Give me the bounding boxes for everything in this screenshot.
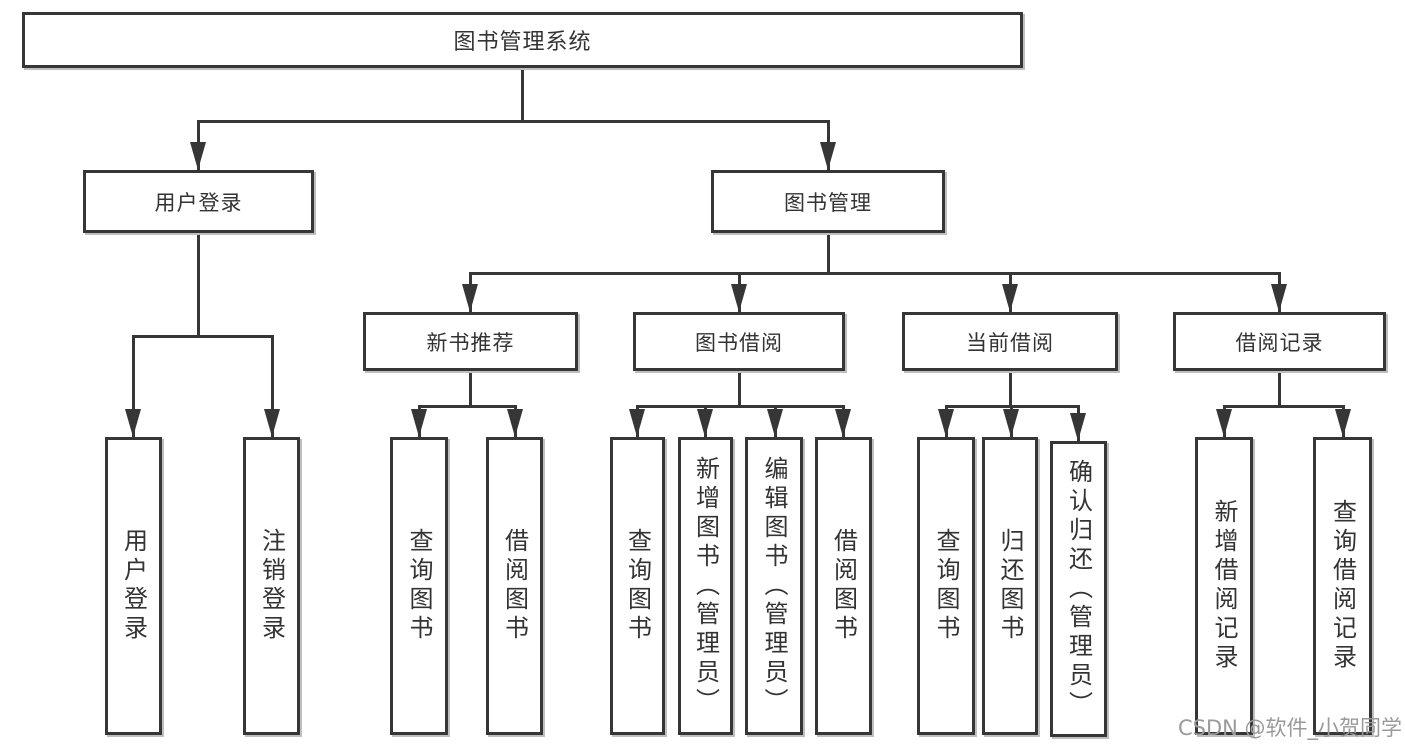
node-current-borrow: 当前借阅 [902, 312, 1118, 371]
arrow-down-icon [938, 409, 954, 437]
node-label: 查询图书 [932, 528, 960, 644]
connector-login-drop-1 [132, 335, 135, 437]
arrow-down-icon [190, 142, 206, 170]
arrow-down-icon [1216, 409, 1232, 437]
node-leaf-query-book-1: 查询图书 [390, 437, 448, 735]
node-label: 借阅记录 [1235, 330, 1324, 355]
node-label: 图书管理系统 [453, 30, 592, 55]
arrow-down-icon [125, 409, 141, 437]
node-label: 用户登录 [119, 528, 148, 644]
arrow-down-icon [731, 284, 747, 312]
arrow-down-icon [264, 409, 280, 437]
arrow-down-icon [462, 284, 478, 312]
arrow-down-icon [767, 409, 783, 437]
node-leaf-query-borrow-record: 查询借阅记录 [1313, 437, 1372, 735]
connector-borrow-stem [738, 371, 741, 407]
node-label: 确认归还（管理员） [1064, 458, 1093, 720]
node-system-root: 图书管理系统 [22, 12, 1023, 68]
node-leaf-edit-book-admin: 编辑图书（管理员） [745, 437, 803, 735]
connector-login-drop-2 [271, 335, 274, 437]
node-label: 当前借阅 [966, 330, 1054, 355]
connector-current-stem [1009, 371, 1012, 407]
node-label: 归还图书 [996, 528, 1024, 644]
node-book-borrow: 图书借阅 [633, 312, 845, 371]
connector-recommend-stem [469, 371, 472, 407]
csdn-watermark: CSDN @软件_小贺同学 [1178, 716, 1403, 740]
node-label: 借阅图书 [500, 528, 529, 644]
node-leaf-borrow-book-2: 借阅图书 [815, 437, 872, 735]
arrow-down-icon [1271, 284, 1287, 312]
node-borrow-record: 借阅记录 [1173, 312, 1386, 371]
arrow-down-icon [1002, 284, 1018, 312]
node-new-book-recommend: 新书推荐 [363, 312, 578, 371]
node-label: 新增图书（管理员） [691, 455, 720, 717]
arrow-down-icon [1335, 409, 1351, 437]
node-leaf-query-book-2: 查询图书 [610, 437, 665, 735]
node-label: 查询图书 [405, 528, 433, 644]
connector-manage-stem [827, 233, 830, 274]
node-leaf-logout: 注销登录 [243, 437, 300, 735]
connector-login-stem [197, 233, 200, 337]
node-user-login: 用户登录 [83, 170, 314, 233]
node-leaf-user-login: 用户登录 [105, 437, 162, 735]
arrow-down-icon [697, 409, 713, 437]
node-leaf-add-borrow-record: 新增借阅记录 [1195, 437, 1253, 735]
arrow-down-icon [1070, 413, 1086, 441]
arrow-down-icon [835, 409, 851, 437]
node-label: 查询借阅记录 [1328, 499, 1357, 673]
arrow-down-icon [820, 142, 836, 170]
node-label: 注销登录 [257, 528, 286, 644]
node-leaf-add-book-admin: 新增图书（管理员） [678, 437, 733, 735]
node-label: 图书借阅 [695, 330, 783, 355]
node-book-manage: 图书管理 [711, 170, 945, 233]
connector-root-bus [197, 120, 829, 123]
node-label: 编辑图书（管理员） [760, 455, 788, 717]
arrow-down-icon [411, 409, 427, 437]
connector-root-stem [521, 68, 524, 122]
node-label: 查询图书 [623, 528, 652, 644]
connector-borrow-bus [636, 405, 844, 408]
arrow-down-icon [507, 409, 523, 437]
node-label: 新书推荐 [426, 330, 515, 355]
connector-record-bus [1223, 405, 1344, 408]
node-label: 用户登录 [154, 190, 243, 215]
connector-recommend-bus [418, 405, 517, 408]
arrow-down-icon [629, 409, 645, 437]
node-label: 借阅图书 [829, 528, 858, 644]
node-leaf-confirm-return-admin: 确认归还（管理员） [1050, 441, 1107, 737]
node-leaf-query-book-3: 查询图书 [917, 437, 975, 735]
node-label: 图书管理 [784, 190, 872, 215]
connector-record-stem [1278, 371, 1281, 407]
node-leaf-borrow-book-1: 借阅图书 [486, 437, 543, 735]
connector-manage-bus [469, 272, 1280, 275]
node-label: 新增借阅记录 [1210, 499, 1238, 673]
arrow-down-icon [1003, 409, 1019, 437]
node-leaf-return-book: 归还图书 [982, 437, 1038, 735]
connector-login-bus [132, 335, 274, 338]
